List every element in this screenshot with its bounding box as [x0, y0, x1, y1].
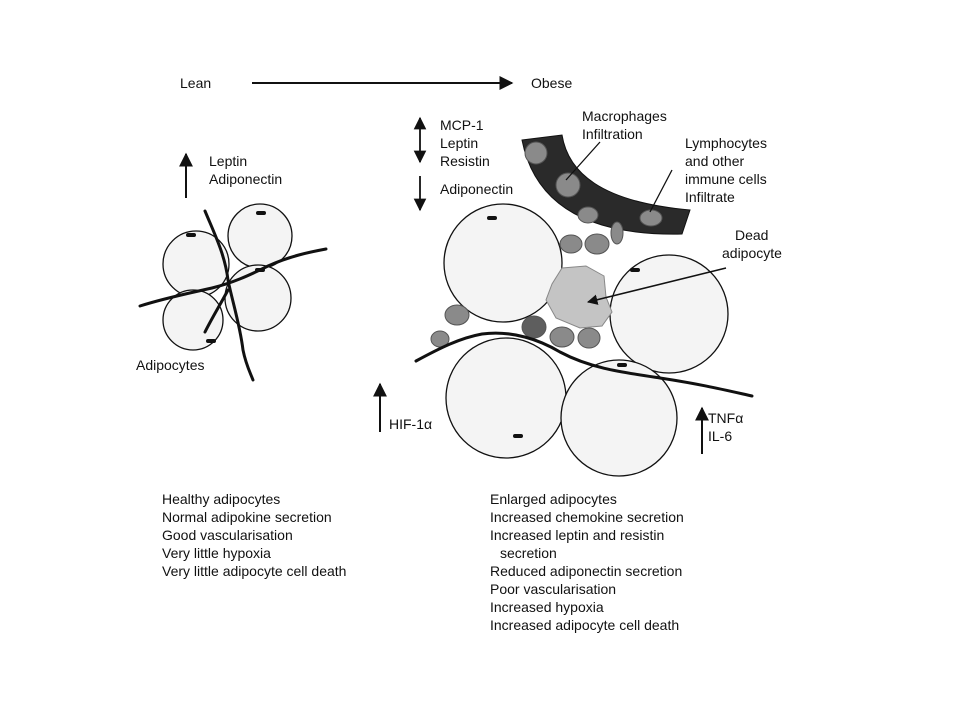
mcp1-label: MCP-1: [440, 117, 484, 133]
list-item: Increased adipocyte cell death: [490, 617, 680, 633]
lean-adipocyte-cluster: [162, 203, 293, 351]
enlarged-adipocyte: [560, 359, 678, 477]
list-item: Poor vascularisation: [490, 581, 617, 597]
lean-label: Lean: [180, 75, 212, 91]
lean-blood-vessels: [138, 209, 328, 382]
list-item: Increased chemokine secretion: [490, 509, 684, 525]
nucleus: [186, 233, 196, 237]
adipocyte: [224, 264, 292, 332]
infiltration-label: Infiltration: [582, 126, 643, 142]
adipocytes-label: Adipocytes: [136, 357, 205, 373]
list-item: Enlarged adipocytes: [490, 491, 617, 507]
obese-features-list: Enlarged adipocytes Increased chemokine …: [490, 490, 684, 634]
lean-adiponectin-label: Adiponectin: [209, 171, 283, 187]
nucleus: [206, 339, 216, 343]
list-item: Increased leptin and resistin: [490, 527, 665, 543]
obese-leptin-label: Leptin: [440, 135, 479, 151]
lymphocytes-label-1: Lymphocytes: [685, 135, 767, 151]
enlarged-adipocyte: [445, 337, 567, 459]
resistin-label: Resistin: [440, 153, 490, 169]
obese-label: Obese: [531, 75, 573, 91]
obese-adiponectin-label: Adiponectin: [440, 181, 514, 197]
list-item: Healthy adipocytes: [162, 491, 281, 507]
list-item: Very little adipocyte cell death: [162, 563, 347, 579]
hif-label: HIF-1α: [389, 416, 433, 432]
lean-features-list: Healthy adipocytes Normal adipokine secr…: [162, 490, 346, 580]
blood-vessel-with-immune-cells: [521, 134, 691, 235]
tnf-label: TNFα: [708, 410, 744, 426]
list-item: Increased hypoxia: [490, 599, 604, 615]
lymphocyte-pointer: [649, 169, 673, 213]
obese-blood-vessel: [414, 331, 754, 398]
list-item: Reduced adiponectin secretion: [490, 563, 683, 579]
macrophages-label: Macrophages: [582, 108, 667, 124]
il6-label: IL-6: [708, 428, 733, 444]
list-item: secretion: [500, 545, 557, 561]
enlarged-adipocyte: [609, 254, 729, 374]
dead-label-1: Dead: [735, 227, 769, 243]
dead-label-2: adipocyte: [722, 245, 782, 261]
macrophage-pointer: [565, 141, 601, 181]
dead-adipocyte-pointer: [586, 267, 727, 305]
obese-adipocytes: [443, 203, 729, 477]
lymphocytes-label-4: Infiltrate: [685, 189, 735, 205]
lymphocytes-label-3: immune cells: [685, 171, 767, 187]
enlarged-adipocyte: [443, 203, 563, 323]
dead-adipocyte: [545, 265, 613, 329]
list-item: Normal adipokine secretion: [162, 509, 332, 525]
infiltrating-immune-cells: [430, 221, 624, 349]
adipocyte: [162, 289, 224, 351]
nucleus: [617, 363, 627, 367]
list-item: Very little hypoxia: [162, 545, 271, 561]
nucleus: [630, 268, 640, 272]
nucleus: [513, 434, 523, 438]
nucleus: [256, 211, 266, 215]
lymphocytes-label-2: and other: [685, 153, 745, 169]
nucleus: [487, 216, 497, 220]
list-item: Good vascularisation: [162, 527, 293, 543]
lean-leptin-label: Leptin: [209, 153, 248, 169]
